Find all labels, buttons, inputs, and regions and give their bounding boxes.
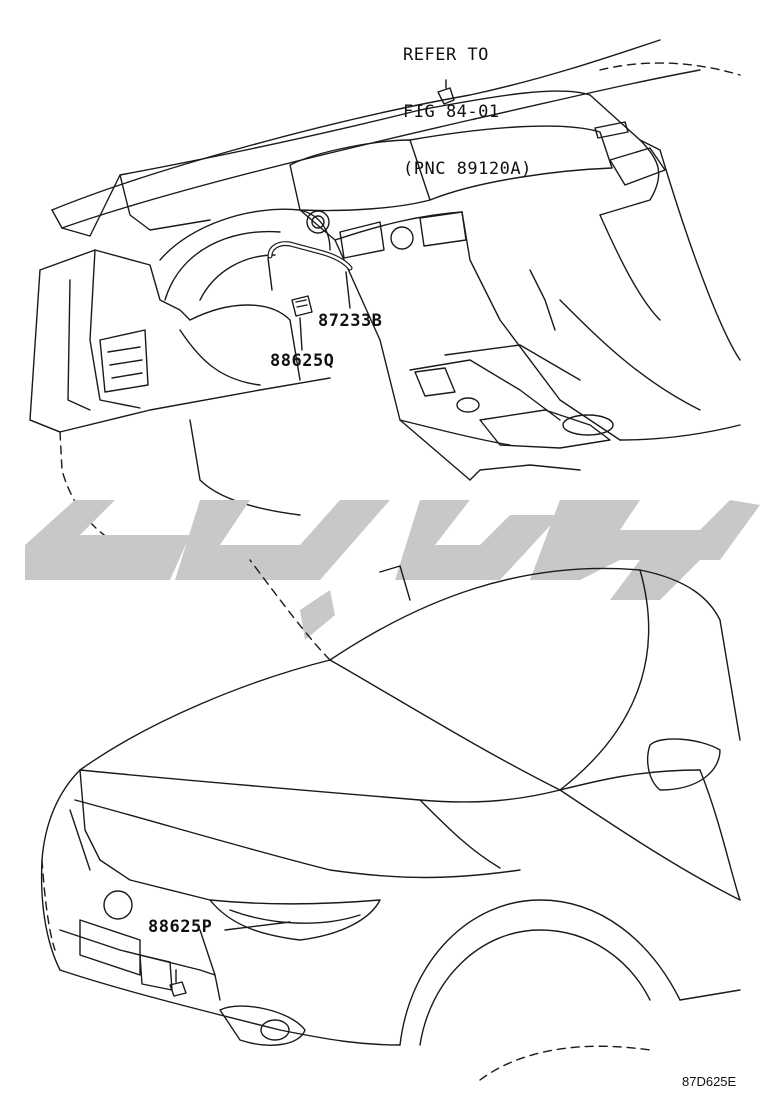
part-label-88625p[interactable]: 88625P	[148, 917, 213, 937]
watermark-logo	[25, 500, 760, 640]
part-label-88625q[interactable]: 88625Q	[270, 351, 335, 371]
refer-line-2: FIG 84-01	[403, 102, 500, 122]
refer-to-note: REFER TO FIG 84-01 (PNC 89120A)	[403, 8, 532, 198]
figure-code: 87D625E	[682, 1074, 737, 1089]
dashboard-illustration	[29, 39, 741, 546]
refer-line-1: REFER TO	[403, 45, 489, 65]
part-label-87233b[interactable]: 87233B	[318, 311, 383, 331]
refer-line-3: (PNC 89120A)	[403, 159, 532, 179]
car-exterior-illustration	[40, 559, 741, 1081]
